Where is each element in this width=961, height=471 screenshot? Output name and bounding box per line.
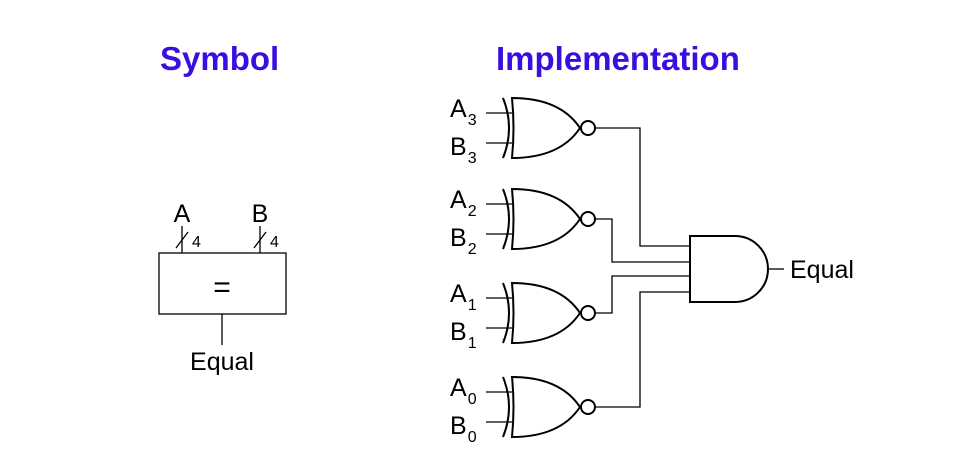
equal-operator-label: = [213, 271, 231, 304]
input-a3-label: A3 [450, 95, 477, 129]
xnor-gate-2: A2 B2 [450, 186, 596, 258]
input-a-label: A [174, 200, 191, 228]
xnor-gate-0: A0 B0 [450, 374, 596, 446]
input-b1-label: B1 [450, 318, 477, 352]
and-gate: Equal [689, 235, 854, 303]
input-a2-label: A2 [450, 186, 477, 220]
input-b-label: B [252, 200, 269, 228]
symbol-heading: Symbol [160, 40, 280, 77]
symbol-output-label: Equal [190, 348, 254, 376]
input-a0-label: A0 [450, 374, 477, 408]
implementation-heading: Implementation [496, 40, 740, 77]
xnor-gate-3: A3 B3 [450, 95, 596, 167]
comparator-symbol: A B 4 4 = Equal [158, 200, 287, 376]
input-b3-label: B3 [450, 133, 477, 167]
xnor-gate-1: A1 B1 [450, 280, 596, 352]
input-a1-label: A1 [450, 280, 477, 314]
bus-width-a-label: 4 [192, 234, 201, 251]
implementation-output-label: Equal [790, 256, 854, 284]
input-a-bus-slash [175, 231, 189, 249]
input-b-bus-slash [253, 231, 267, 249]
bus-width-b-label: 4 [270, 234, 279, 251]
input-b0-label: B0 [450, 412, 477, 446]
input-b2-label: B2 [450, 224, 477, 258]
routing-wires [595, 127, 690, 408]
